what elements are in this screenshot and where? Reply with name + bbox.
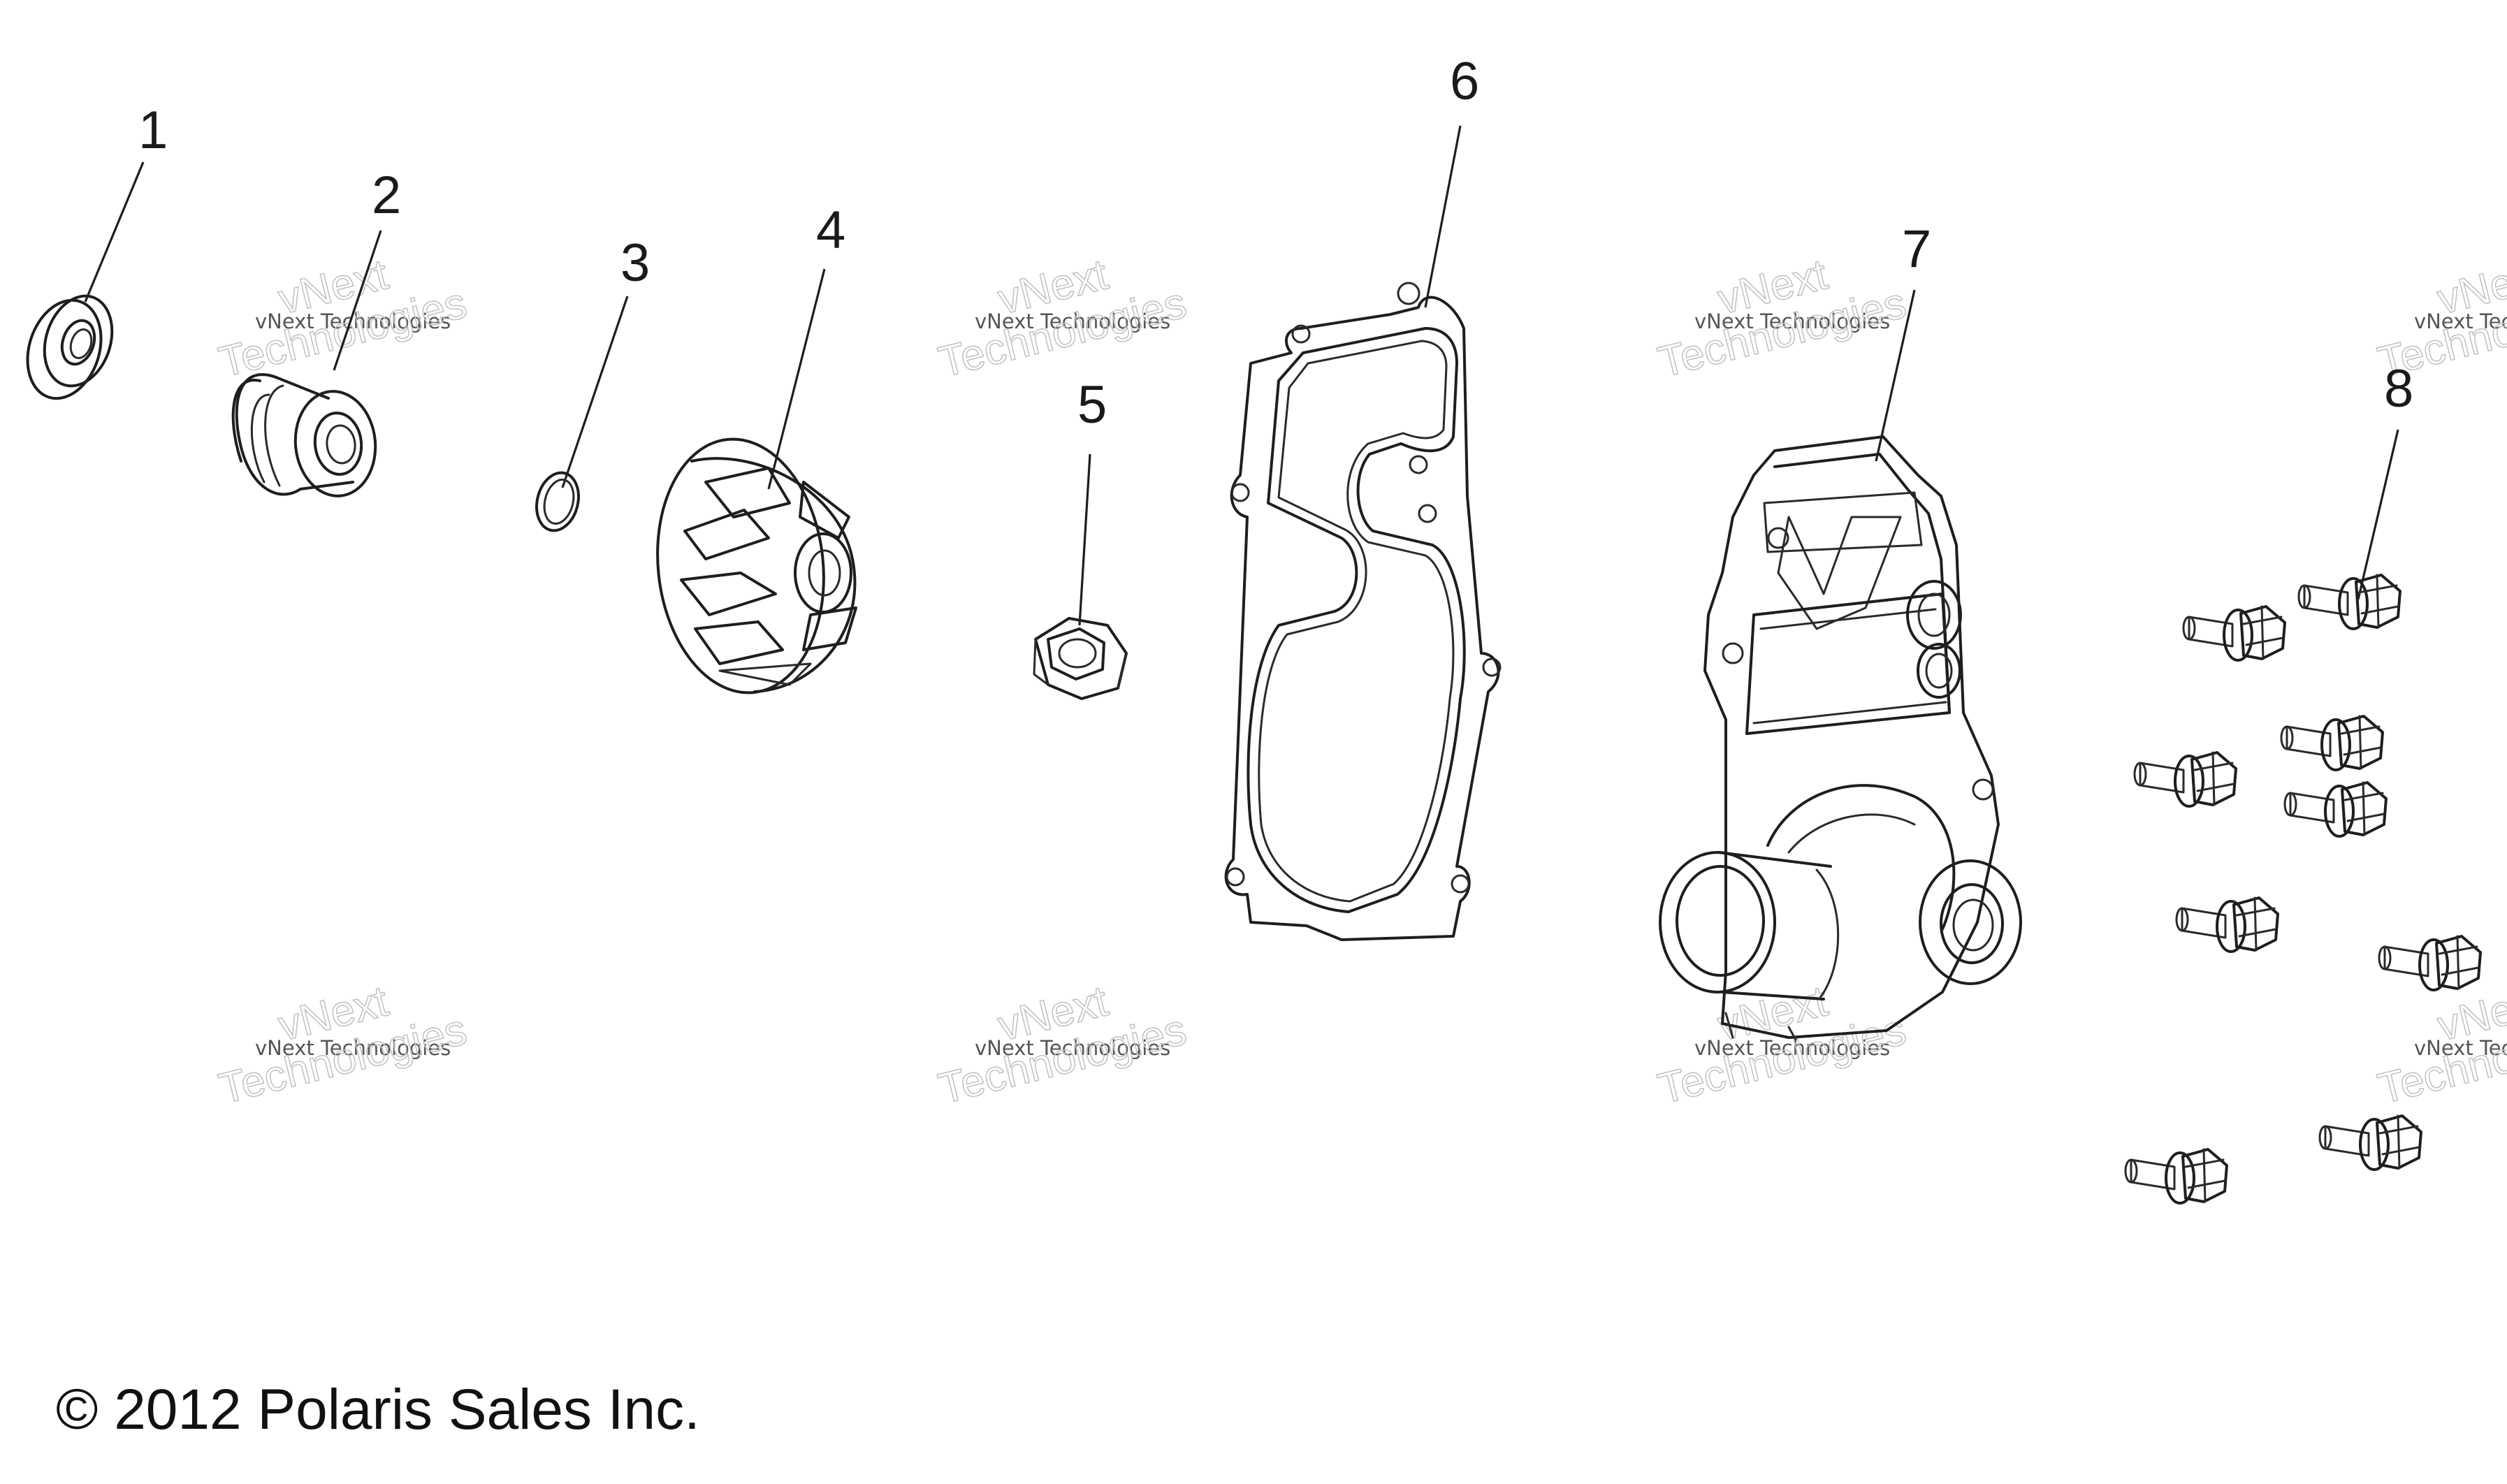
watermark-small-text: vNext Technologies <box>1694 1036 1890 1060</box>
callout-number: 2 <box>372 166 401 225</box>
watermark-small-text: vNext Technologies <box>975 1036 1170 1060</box>
callout-7: 7 <box>1875 219 1931 462</box>
flange-bolt-icon <box>2182 605 2286 662</box>
watermark: vNext vNext Technologies Technologies <box>933 976 1191 1114</box>
leader-line <box>561 296 629 488</box>
flange-bolt-icon <box>2318 1114 2422 1171</box>
flange-bolt-icon <box>2175 896 2279 953</box>
flange-bolt-icon <box>2280 715 2384 771</box>
watermark-small-text: vNext Technologies <box>2414 1036 2507 1060</box>
copyright-text: © 2012 Polaris Sales Inc. <box>56 1378 700 1441</box>
callout-4: 4 <box>767 201 845 490</box>
impeller-icon <box>656 437 857 694</box>
callout-8: 8 <box>2357 359 2413 600</box>
gasket-icon <box>1224 282 1502 941</box>
flange-bolt-icon <box>2124 1148 2228 1205</box>
leader-line <box>333 230 382 371</box>
leader-line <box>767 268 826 490</box>
leader-line <box>1424 125 1462 308</box>
flange-bolt-icon <box>2133 751 2237 808</box>
callout-number: 8 <box>2384 359 2413 419</box>
seal-ring-icon <box>26 294 114 400</box>
watermark-small-text: vNext Technologies <box>1694 310 1890 333</box>
watermark: vNext vNext Technologies Technologies <box>933 249 1191 387</box>
callout-number: 5 <box>1077 375 1107 435</box>
callout-number: 6 <box>1450 52 1479 111</box>
watermark-small-text: vNext Technologies <box>255 1036 451 1060</box>
flange-bolt-group <box>2124 574 2482 1205</box>
callout-6: 6 <box>1424 52 1479 308</box>
callout-number: 3 <box>620 233 650 293</box>
water-pump-cover-icon <box>1659 435 2022 1041</box>
leader-line <box>2357 429 2399 600</box>
callout-number: 7 <box>1902 219 1931 279</box>
watermark: vNext vNext Technologies Technologies <box>1653 249 1911 387</box>
callout-3: 3 <box>561 233 650 488</box>
leader-line <box>1875 289 1916 462</box>
o-ring-icon <box>535 471 580 532</box>
nut-icon <box>1033 617 1128 700</box>
mechanical-seal-icon <box>231 373 377 497</box>
flange-bolt-icon <box>2283 781 2388 838</box>
flange-bolt-icon <box>2378 935 2482 991</box>
watermark-small-text: vNext Technologies <box>975 310 1170 333</box>
callout-1: 1 <box>84 101 168 303</box>
leader-line <box>1078 453 1091 626</box>
watermark: vNext vNext Technologies Technologies <box>214 249 472 387</box>
callout-2: 2 <box>333 166 401 371</box>
watermark: vNext vNext Technologies Technologies <box>214 976 472 1114</box>
watermark: vNext vNext Technologies Technologies <box>2373 976 2507 1114</box>
callout-5: 5 <box>1077 375 1107 626</box>
watermark-small-text: vNext Technologies <box>2414 310 2507 333</box>
callout-number: 1 <box>138 101 168 160</box>
leader-line <box>84 161 145 303</box>
watermark-group: vNext vNext Technologies Technologies vN… <box>214 249 2507 1114</box>
callout-number: 4 <box>816 201 845 260</box>
flange-bolt-icon <box>2297 574 2401 630</box>
